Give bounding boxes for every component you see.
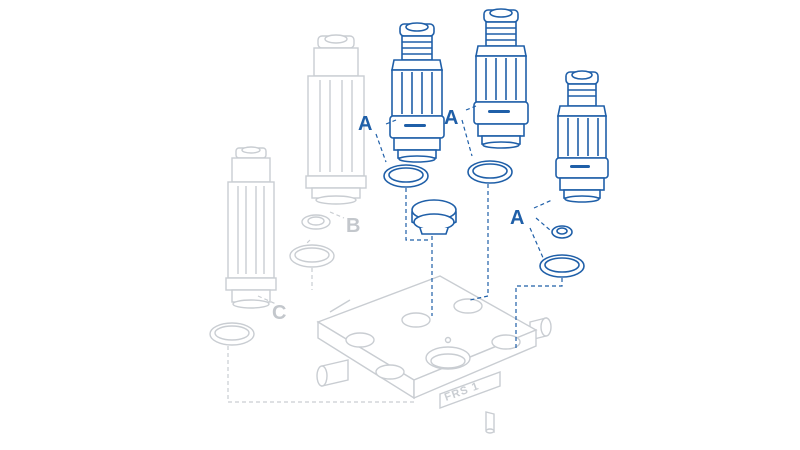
callout-c: C	[272, 302, 286, 324]
callout-a3: A	[510, 207, 524, 229]
callout-a2: A	[444, 107, 458, 129]
die-a3	[555, 70, 609, 203]
lock-ring-a1	[383, 164, 429, 188]
die-c	[225, 146, 277, 309]
callout-b: B	[346, 215, 360, 237]
small-washer-a3	[551, 225, 573, 239]
die-b	[305, 34, 367, 205]
die-plate: FRS 1	[316, 275, 552, 434]
die-a2	[473, 8, 529, 149]
cap-plug	[411, 199, 457, 235]
washer-b	[301, 214, 331, 230]
callout-a1: A	[358, 113, 372, 135]
ring-b	[289, 244, 335, 268]
ring-c	[209, 322, 255, 346]
die-a1	[389, 22, 445, 163]
lock-ring-a3	[539, 254, 585, 278]
lock-ring-a2	[467, 160, 513, 184]
